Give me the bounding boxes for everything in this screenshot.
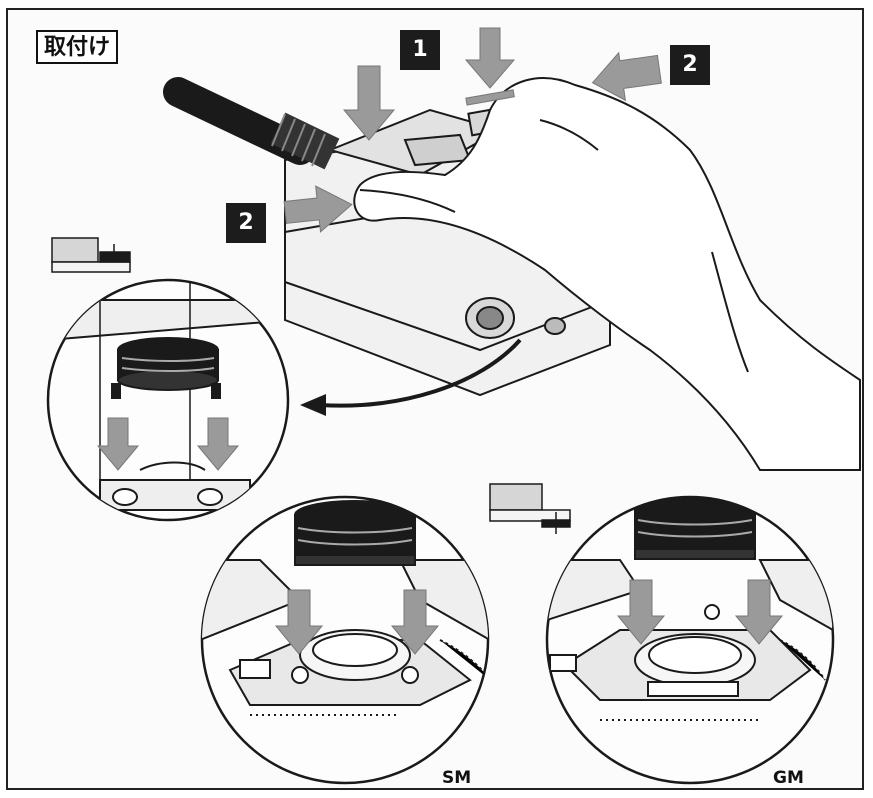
mount-indicator-icon-large [489, 483, 571, 534]
down-arrow-icon [342, 27, 516, 141]
right-arrow-icon [283, 185, 353, 233]
detail-circle-gm [545, 495, 835, 785]
left-arrow-icon [591, 51, 662, 102]
detail-circle-sm [200, 495, 490, 785]
shaft-hole [465, 297, 566, 339]
step-badge-2-left: 2 [226, 203, 266, 243]
hand-icon [353, 77, 861, 471]
detail-circle-top [46, 278, 290, 522]
mount-indicator-icon-small [51, 237, 131, 273]
step-badge-2-right: 2 [670, 45, 710, 85]
model-label-sm: SM [442, 768, 472, 788]
cable-icon [163, 77, 340, 170]
step-badge-1: 1 [400, 30, 440, 70]
heading-label: 取付け [36, 30, 119, 64]
model-label-gm: GM [773, 768, 804, 788]
curved-arrow-icon [300, 338, 522, 416]
